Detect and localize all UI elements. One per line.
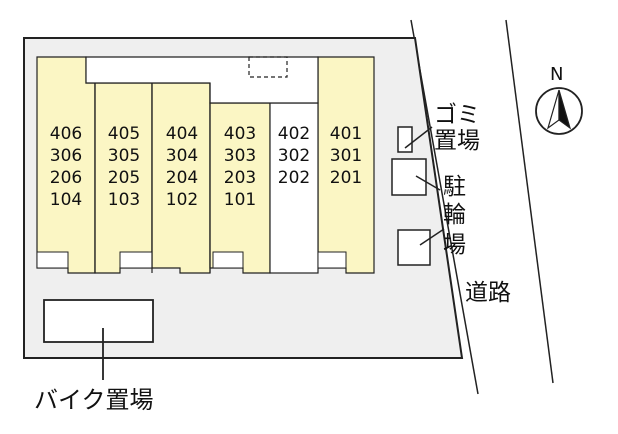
road-edge-right <box>505 19 554 384</box>
unit-label: 401 <box>330 124 362 144</box>
unit-label: 201 <box>330 168 362 188</box>
bicycle-leader-2 <box>419 228 445 246</box>
unit-numbers: 406 306 206 104 405 305 205 103 404 304 … <box>50 124 362 210</box>
unit-label: 301 <box>330 146 362 166</box>
unit-label: 402 <box>278 124 310 144</box>
unit-label: 305 <box>108 146 140 166</box>
garbage-label-line2: 置場 <box>434 128 480 154</box>
garbage-area <box>397 126 413 153</box>
unit-label: 404 <box>166 124 198 144</box>
garbage-leader <box>404 126 433 149</box>
unit-label: 204 <box>166 168 198 188</box>
notch <box>317 251 347 269</box>
notch <box>119 251 153 269</box>
unit-block-col5 <box>269 102 319 274</box>
road-label: 道路 <box>465 280 511 306</box>
bike-parking-label: バイク置場 <box>34 386 154 414</box>
north-label: N <box>550 64 563 85</box>
unit-label: 102 <box>166 190 198 210</box>
unit-label: 406 <box>50 124 82 144</box>
unit-label: 405 <box>108 124 140 144</box>
bicycle-label-2: 輪 <box>443 202 466 228</box>
unit-label: 101 <box>224 190 256 210</box>
unit-label: 206 <box>50 168 82 188</box>
garbage-label-line1: ゴミ <box>434 102 480 128</box>
bicycle-area-2 <box>397 229 431 266</box>
unit-label: 103 <box>108 190 140 210</box>
unit-label: 304 <box>166 146 198 166</box>
bicycle-leader-1 <box>415 175 441 191</box>
notch <box>212 251 244 269</box>
north-arrow-icon: N <box>535 64 583 135</box>
building <box>36 56 375 274</box>
bicycle-label-3: 場 <box>443 232 466 258</box>
unit-label: 104 <box>50 190 82 210</box>
unit-label: 403 <box>224 124 256 144</box>
unit-label: 302 <box>278 146 310 166</box>
unit-label: 203 <box>224 168 256 188</box>
unit-label: 306 <box>50 146 82 166</box>
dashed-box <box>248 56 288 78</box>
bicycle-label-1: 駐 <box>443 174 466 200</box>
bicycle-area-1 <box>391 158 427 196</box>
notch <box>36 251 69 269</box>
unit-label: 205 <box>108 168 140 188</box>
unit-label: 303 <box>224 146 256 166</box>
bike-parking-area <box>43 299 154 343</box>
unit-label: 202 <box>278 168 310 188</box>
